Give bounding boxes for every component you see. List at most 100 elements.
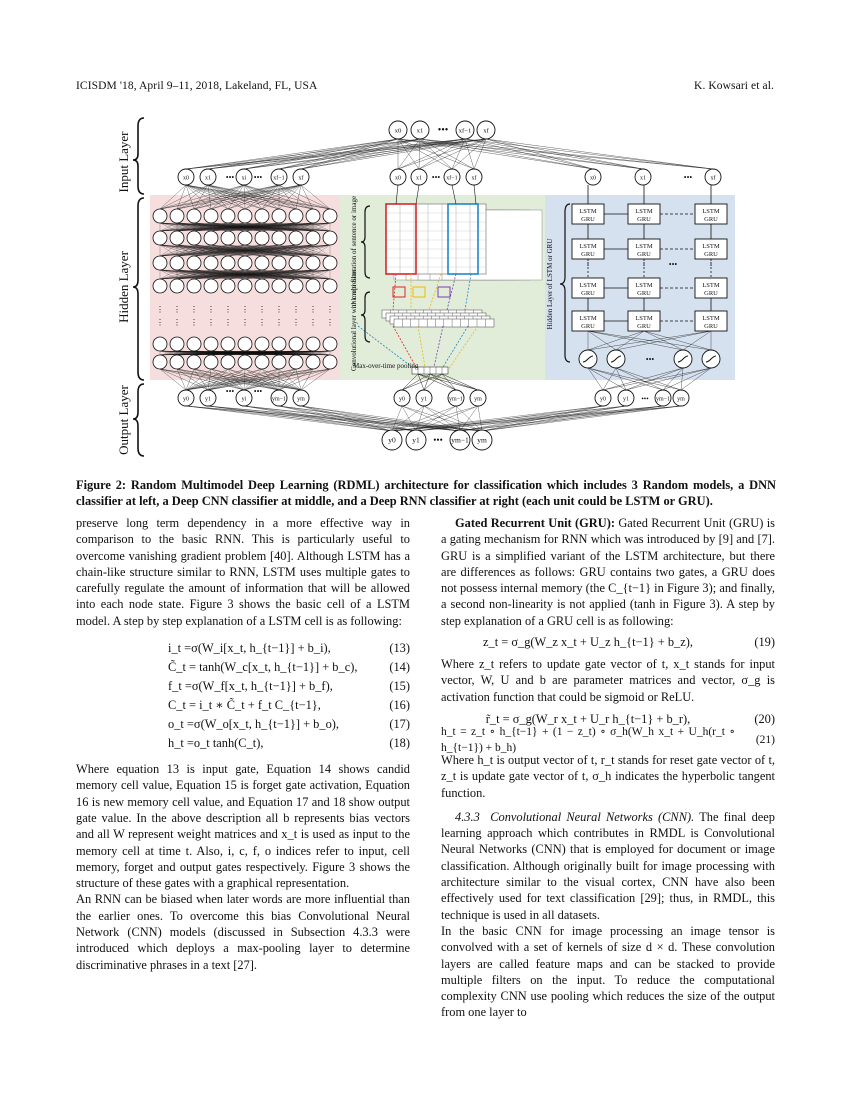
dnn-out-edge <box>207 368 229 391</box>
dnn-out-edge <box>176 368 245 391</box>
dnn-hidden-edge <box>159 350 178 356</box>
dnn-hidden-edge <box>227 222 331 232</box>
final-output-dots: ••• <box>433 435 442 445</box>
dnn-vertical-dots: ⋮ <box>292 318 300 327</box>
dnn-hidden-node <box>152 255 168 271</box>
dnn-hidden-edge <box>159 269 195 280</box>
eq21-number: (21) <box>755 734 775 747</box>
dnn-hidden-node <box>271 208 287 224</box>
rnn-act-edge <box>643 330 712 351</box>
layer-braces <box>132 117 145 457</box>
cnn-output-node-label: y1 <box>421 397 427 403</box>
cnn-pool-connector <box>447 325 479 371</box>
dnn-in-edge <box>185 184 246 210</box>
dnn-hidden-node <box>220 354 236 370</box>
final-edge <box>300 405 393 432</box>
dnn-output-dots: ••• <box>226 387 235 396</box>
dnn-hidden-edge <box>159 222 212 232</box>
dnn-hidden-node <box>271 336 287 352</box>
dnn-hidden-node <box>322 278 338 294</box>
equation-20: r̃_t = σ_g(W_r x_t + U_r h_{t−1} + b_r),… <box>441 710 775 729</box>
dnn-in-edge <box>278 184 331 210</box>
top-connection <box>419 138 594 170</box>
section-title: Convolutional Neural Networks (CNN). <box>490 809 695 824</box>
dnn-out-edge <box>159 368 209 391</box>
gru-heading: Gated Recurrent Unit (GRU): <box>455 516 615 530</box>
dnn-hidden-node <box>203 278 219 294</box>
rnn-cell-lstm-label: LSTM <box>635 315 653 322</box>
top-connection <box>464 138 714 170</box>
dnn-hidden-node <box>152 336 168 352</box>
sigmoid-icon <box>705 355 717 363</box>
final-edge <box>459 405 479 432</box>
dnn-out-edge <box>300 368 314 391</box>
rnn-cell-gru-label: GRU <box>637 251 651 258</box>
section-number: 4.3.3 <box>455 809 480 824</box>
right-paragraph-2: Where z_t refers to update gate vector o… <box>441 657 775 704</box>
rnn-hidden-label: Hidden Layer of LSTM or GRU <box>546 239 554 330</box>
dnn-hidden-node <box>169 208 185 224</box>
lstm-equation: C̃_t = tanh(W_c[x_t, h_{t−1}] + b_c),(14… <box>76 658 410 677</box>
top-connection <box>185 138 399 170</box>
final-edge <box>423 405 461 432</box>
dnn-hidden-node <box>169 278 185 294</box>
dnn-vertical-dots: ⋮ <box>309 305 317 314</box>
cnn-in-edge <box>451 184 457 205</box>
dnn-hidden-node <box>271 278 287 294</box>
eq19-body: z_t = σ_g(W_z x_t + U_z h_{t−1} + b_z), <box>483 635 693 650</box>
dnn-input-node-label: xf−1 <box>273 175 284 182</box>
cnn-pool-label: Max-over-time pooling <box>353 362 419 370</box>
dnn-hidden-edge <box>159 244 229 257</box>
dnn-out-edge <box>210 368 280 391</box>
rnn-input-node <box>584 168 602 186</box>
dnn-hidden-edge <box>159 269 280 280</box>
dnn-out-edge <box>295 368 302 391</box>
rnn-input-node-label: xf <box>711 175 716 182</box>
dnn-in-edge <box>185 184 331 210</box>
dnn-out-edge <box>243 368 246 391</box>
dnn-hidden-edge <box>278 222 331 232</box>
rnn-act-edge <box>587 330 645 351</box>
eq21-body: h_t = z_t ∘ h_{t−1} + (1 − z_t) ∘ σ_h(W_… <box>441 726 735 755</box>
dnn-in-edge <box>278 184 302 210</box>
dnn-hidden-node <box>322 255 338 271</box>
dnn-hidden-edge <box>193 222 331 232</box>
dnn-hidden-node <box>203 336 219 352</box>
dnn-out-edge <box>243 368 314 391</box>
top-connection <box>485 138 644 170</box>
dnn-hidden-edge <box>159 244 212 257</box>
top-connection <box>397 138 594 170</box>
sigmoid-icon <box>582 355 594 363</box>
dnn-in-edge <box>185 184 263 210</box>
dnn-in-edge <box>207 184 331 210</box>
right-paragraph-5: In the basic CNN for image processing an… <box>441 923 775 1020</box>
dnn-output-node-label: yi <box>242 397 247 403</box>
dnn-output-node-label: ym−1 <box>272 397 286 403</box>
dnn-in-edge <box>244 184 302 210</box>
rnn-input-node <box>704 168 722 186</box>
final-edge <box>300 405 417 432</box>
dnn-hidden-edge <box>159 269 178 280</box>
dnn-out-edge <box>159 368 302 391</box>
rnn-cell-lstm-label: LSTM <box>702 282 720 289</box>
top-connection <box>397 138 420 170</box>
dnn-vertical-dots: ⋮ <box>224 318 232 327</box>
dnn-hidden-edge <box>159 244 178 257</box>
top-input-dots: ••• <box>438 125 449 136</box>
final-output-node <box>471 429 493 451</box>
dnn-in-edge <box>185 184 297 210</box>
top-connection <box>300 138 421 170</box>
rnn-vertical-dots: ⋮ <box>584 257 593 267</box>
dnn-vertical-dots: ⋮ <box>190 318 198 327</box>
cnn-pool-connector <box>392 325 417 368</box>
equation-body: i_t =σ(W_i[x_t, h_{t−1}] + b_i), <box>168 641 331 656</box>
rmdl-architecture-figure: Input Layer Hidden Layer Output Layer x0… <box>116 117 735 457</box>
cnn-matrix-brace <box>360 205 371 279</box>
rnn-out-edge <box>587 367 627 391</box>
dnn-hidden-edge <box>159 244 246 257</box>
rnn-cell-gru-label: GRU <box>581 216 595 223</box>
dnn-hidden-edge <box>159 222 246 232</box>
dnn-vertical-dots: ⋮ <box>207 305 215 314</box>
dnn-in-edge <box>243 184 331 210</box>
rnn-cell-gru-label: GRU <box>581 290 595 297</box>
